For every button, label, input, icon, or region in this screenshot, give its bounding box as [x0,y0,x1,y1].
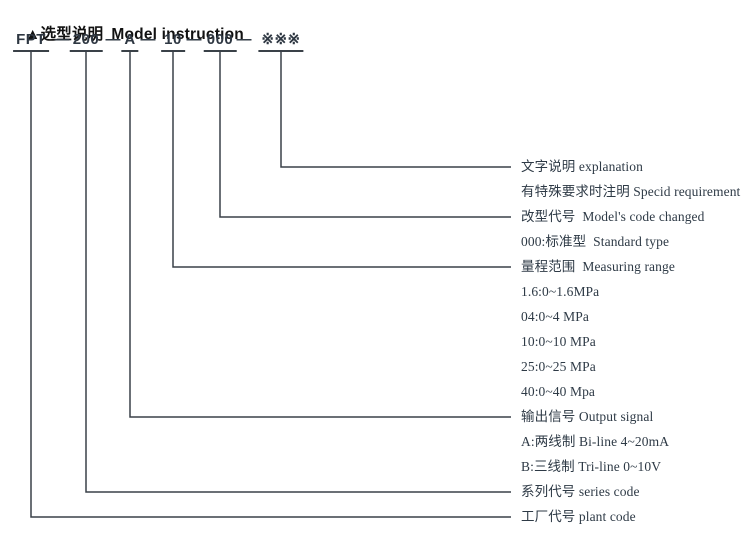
explanation-row: 系列代号 series code [521,484,640,499]
explanation-row: 000:标准型 Standard type [521,234,670,249]
explanation-row: 25:0~25 MPa [521,359,596,374]
explanation-row: 40:0~40 Mpa [521,384,596,399]
page-title-en: Model instruction [111,26,244,43]
connector-line-A [129,50,511,418]
explanation-row: 04:0~4 MPa [521,309,589,324]
model-code-separator: — [186,31,202,48]
explanation-row: 量程范围 Measuring range [521,259,675,274]
model-code-separator: — [140,31,156,48]
model-code-separator: — [54,31,70,48]
explanation-row: 10:0~10 MPa [521,334,596,349]
page-title-zh: ▲选型说明 [25,26,104,43]
explanation-row: 1.6:0~1.6MPa [521,284,600,299]
explanation-row: 文字说明 explanation [521,159,643,174]
model-code-separator: — [236,31,252,48]
page-title: ▲选型说明 Model instruction [7,4,244,62]
connector-line-※※※ [280,50,511,168]
connector-line-200 [85,50,511,493]
explanation-row: 工厂代号 plant code [521,509,636,524]
connector-line-10 [172,50,511,268]
explanation-row: 输出信号 Output signal [521,409,654,424]
explanation-row: A:两线制 Bi-line 4~20mA [521,434,670,449]
explanation-row: B:三线制 Tri-line 0~10V [521,459,662,474]
connector-line-FPT [30,50,511,518]
connector-line-000 [219,50,511,218]
explanation-row: 改型代号 Model's code changed [521,209,705,224]
explanation-row: 有特殊要求时注明 Specid requirement [521,184,741,199]
model-code-separator: — [105,31,121,48]
